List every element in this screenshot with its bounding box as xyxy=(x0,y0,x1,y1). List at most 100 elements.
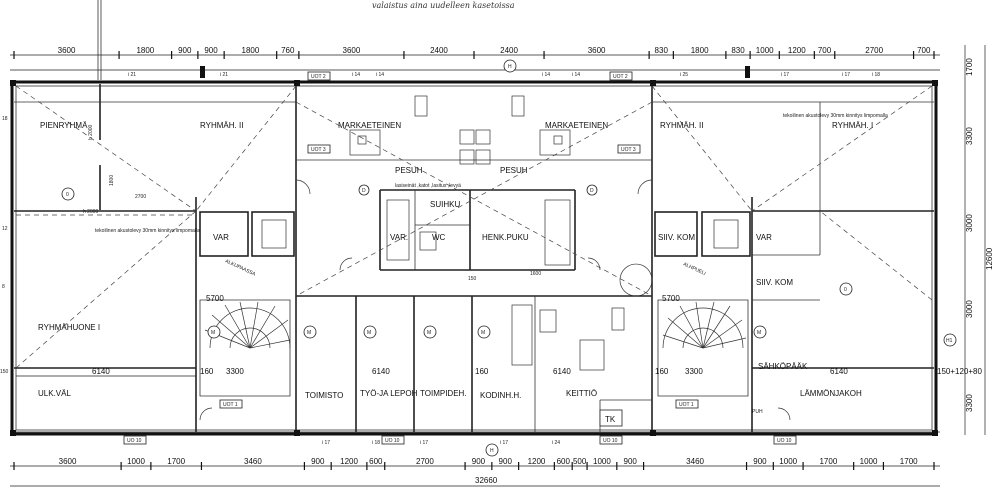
room-sahkopaak: SÄHKÖPÄÄK xyxy=(758,362,808,371)
dim-5700-b: 5700 xyxy=(662,294,680,303)
dim-5700-a: 5700 xyxy=(206,294,224,303)
top-grid-label: i 18 xyxy=(872,72,880,78)
top-grid-label: i 14 xyxy=(352,72,360,78)
svg-text:UOT 1: UOT 1 xyxy=(223,402,238,408)
svg-text:D: D xyxy=(362,188,366,194)
note-h2000-a: h 2000 xyxy=(88,124,94,140)
top-dim-label: 3600 xyxy=(588,46,606,55)
room-wc: WC xyxy=(432,233,446,242)
svg-text:UO 10: UO 10 xyxy=(127,438,142,444)
top-dim-label: 3600 xyxy=(343,46,361,55)
bottom-grid-label: i 17 xyxy=(420,440,428,446)
dim-160-c: 160 xyxy=(655,367,669,376)
svg-text:M: M xyxy=(427,330,431,336)
top-dim-label: 1800 xyxy=(242,46,260,55)
svg-text:UOT 3: UOT 3 xyxy=(311,147,326,153)
top-grid-label: i 14 xyxy=(376,72,384,78)
bottom-dimension-ticks xyxy=(13,462,935,470)
top-grid-label: i 17 xyxy=(842,72,850,78)
bottom-dim-label: 900 xyxy=(499,457,513,466)
bottom-dim-label: 3460 xyxy=(244,457,262,466)
room-ryhmahuone: RYHMÄHUONE I xyxy=(38,323,100,332)
svg-text:UO 10: UO 10 xyxy=(777,438,792,444)
ceiling-diagonal-1 xyxy=(15,85,197,212)
bottom-dim-label: 900 xyxy=(753,457,767,466)
dim-160-b: 160 xyxy=(475,367,489,376)
right-dim-3000-bottom: 3000 xyxy=(965,300,974,318)
top-grid-label: i 14 xyxy=(572,72,580,78)
top-dim-label: 700 xyxy=(818,46,832,55)
note-h2000-b: h 2000 xyxy=(83,209,99,215)
outer-wall xyxy=(10,80,938,436)
top-dim-label: 3600 xyxy=(58,46,76,55)
dim-1800: 1800 xyxy=(109,175,115,186)
bottom-grid-label: i 18 xyxy=(372,440,380,446)
right-dim-3300-bottom: 3300 xyxy=(965,394,974,412)
room-puh: PUH xyxy=(752,409,763,415)
room-pesuh-right: PESUH xyxy=(500,166,528,175)
room-tyo-lepoh: TYÖ-JA LEPOH xyxy=(360,389,418,398)
dim-6140-d: 6140 xyxy=(830,367,848,376)
note-lasiseinat: lasiseinät ,katot ,lasitus ,levyä xyxy=(395,183,461,189)
svg-text:H: H xyxy=(508,64,512,70)
room-toimpideh: TOIMPIDEH. xyxy=(420,389,467,398)
ceiling-diagonal-2 xyxy=(195,85,297,212)
top-grid-label: i 17 xyxy=(781,72,789,78)
right-siiv-kom xyxy=(654,211,698,257)
room-siiv-kom-right: SIIV. KOM xyxy=(756,278,793,287)
room-lammonjakoh: LÄMMÖNJAKOH xyxy=(800,389,862,398)
door-swings xyxy=(199,179,791,421)
top-grid-label: i 14 xyxy=(542,72,550,78)
left-dim-150: 150 xyxy=(0,369,9,375)
dim-1600: 1600 xyxy=(530,271,541,277)
sanitary-fixtures xyxy=(349,95,625,371)
top-dim-label: 1000 xyxy=(756,46,774,55)
ceiling-diagonal-7 xyxy=(651,85,753,212)
top-dim-label: 2400 xyxy=(430,46,448,55)
bottom-dim-label: 1700 xyxy=(900,457,918,466)
bottom-dim-label: 600 xyxy=(557,457,571,466)
svg-text:H1: H1 xyxy=(946,338,953,344)
note-alkupaassa: ALKUPAASSA xyxy=(224,258,257,278)
room-toimisto: TOIMISTO xyxy=(305,391,343,400)
bottom-dim-label: 1000 xyxy=(593,457,611,466)
outer-wall-inner-face xyxy=(15,85,933,431)
bottom-grid-label: i 17 xyxy=(322,440,330,446)
bottom-dim-label: 1700 xyxy=(819,457,837,466)
bottom-dim-label: 2700 xyxy=(416,457,434,466)
room-kodinhh: KODINH.H. xyxy=(480,391,521,400)
top-dim-label: 1200 xyxy=(788,46,806,55)
bottom-dim-label: 3600 xyxy=(59,457,77,466)
right-spiral-stair xyxy=(657,299,749,397)
ceiling-diagonal-3 xyxy=(15,210,197,369)
handwritten-note: valaistus aina uudelleen kasetoissa xyxy=(372,1,515,10)
left-spiral-stair xyxy=(199,299,291,397)
bottom-dim-label: 1000 xyxy=(779,457,797,466)
room-ryhmah-ii-left: RYHMÄH. II xyxy=(200,121,243,130)
bottom-dim-label: 1200 xyxy=(340,457,358,466)
total-width-label: 32660 xyxy=(475,476,498,485)
dim-150: 150 xyxy=(468,276,477,282)
dim-6140-a: 6140 xyxy=(92,367,110,376)
top-dim-label: 700 xyxy=(917,46,931,55)
top-dim-label: 900 xyxy=(178,46,192,55)
svg-text:UOT 3: UOT 3 xyxy=(621,147,636,153)
top-dimension-ticks xyxy=(13,51,935,59)
bottom-dim-label: 1200 xyxy=(528,457,546,466)
svg-text:UOT 2: UOT 2 xyxy=(311,74,326,80)
door-tags: UOT 2 UOT 2 UOT 3 UOT 3 UOT 1 UOT 1 UO 1… xyxy=(123,71,797,445)
svg-text:M: M xyxy=(481,330,485,336)
dim-2700: 2700 xyxy=(135,194,146,200)
top-dim-label: 830 xyxy=(655,46,669,55)
room-henk-puku: HENK.PUKU xyxy=(482,233,529,242)
top-grid-label: i 21 xyxy=(128,72,136,78)
room-suihku: SUIHKU xyxy=(430,200,460,209)
room-var-right: VAR xyxy=(756,233,772,242)
room-pesuh-left: PESUH xyxy=(395,166,423,175)
bottom-dim-label: 3460 xyxy=(686,457,704,466)
svg-text:UOT 1: UOT 1 xyxy=(679,402,694,408)
